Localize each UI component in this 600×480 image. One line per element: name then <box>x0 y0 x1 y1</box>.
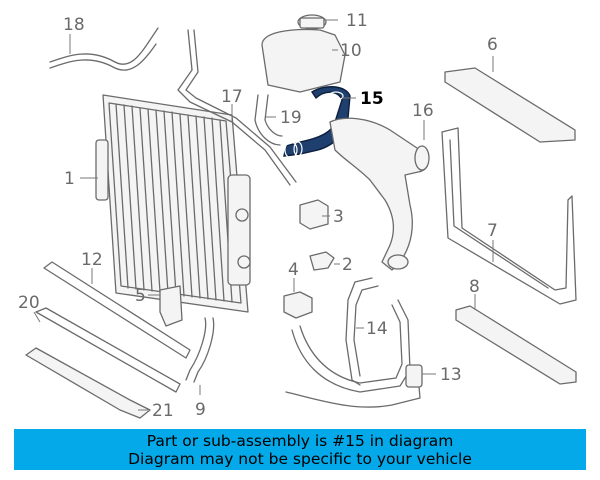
callout-19: 19 <box>280 108 302 128</box>
hose-16 <box>329 117 430 271</box>
seal-20 <box>35 307 181 393</box>
callout-10: 10 <box>340 41 362 61</box>
callout-6: 6 <box>487 35 498 55</box>
banner-line-2: Diagram may not be specific to your vehi… <box>128 449 472 468</box>
block-3 <box>299 199 329 230</box>
callout-21: 21 <box>152 401 174 421</box>
callout-15: 15 <box>360 89 384 109</box>
callout-12: 12 <box>81 250 103 270</box>
connector-13 <box>405 364 423 388</box>
callout-18: 18 <box>63 15 85 35</box>
pipe-17 <box>177 29 291 186</box>
callout-8: 8 <box>469 277 480 297</box>
parts-diagram: 1 2 3 4 5 6 7 8 9 10 11 12 13 14 15 16 1… <box>18 11 577 421</box>
frame-7 <box>441 127 577 305</box>
fitting-2 <box>309 251 335 271</box>
leader-lines <box>33 19 494 411</box>
banner-line-1: Part or sub-assembly is #15 in diagram <box>146 431 454 450</box>
callout-14: 14 <box>366 319 388 339</box>
callout-1: 1 <box>64 169 75 189</box>
callouts: 1 2 3 4 5 6 7 8 9 10 11 12 13 14 15 16 1… <box>18 11 498 421</box>
callout-17: 17 <box>221 87 243 107</box>
expansion-tank <box>261 14 346 93</box>
callout-5: 5 <box>135 286 146 306</box>
strip-21 <box>25 347 151 419</box>
cover-6 <box>444 67 576 143</box>
hose-19 <box>254 94 281 146</box>
callout-4: 4 <box>288 260 299 280</box>
radiator <box>95 94 251 313</box>
hose-9 <box>185 317 207 381</box>
callout-7: 7 <box>487 221 498 241</box>
callout-11: 11 <box>346 11 368 31</box>
callout-13: 13 <box>440 365 462 385</box>
seal-12 <box>43 261 191 359</box>
callout-9: 9 <box>195 400 206 420</box>
callout-3: 3 <box>333 207 344 227</box>
bracket-4 <box>283 291 313 319</box>
bracket-5 <box>159 285 183 327</box>
callout-16: 16 <box>412 101 434 121</box>
part-info-banner: Part or sub-assembly is #15 in diagram D… <box>14 429 586 470</box>
hose-18 <box>49 27 159 65</box>
callout-2: 2 <box>342 255 353 275</box>
strip-8 <box>455 305 577 385</box>
callout-20: 20 <box>18 293 40 313</box>
